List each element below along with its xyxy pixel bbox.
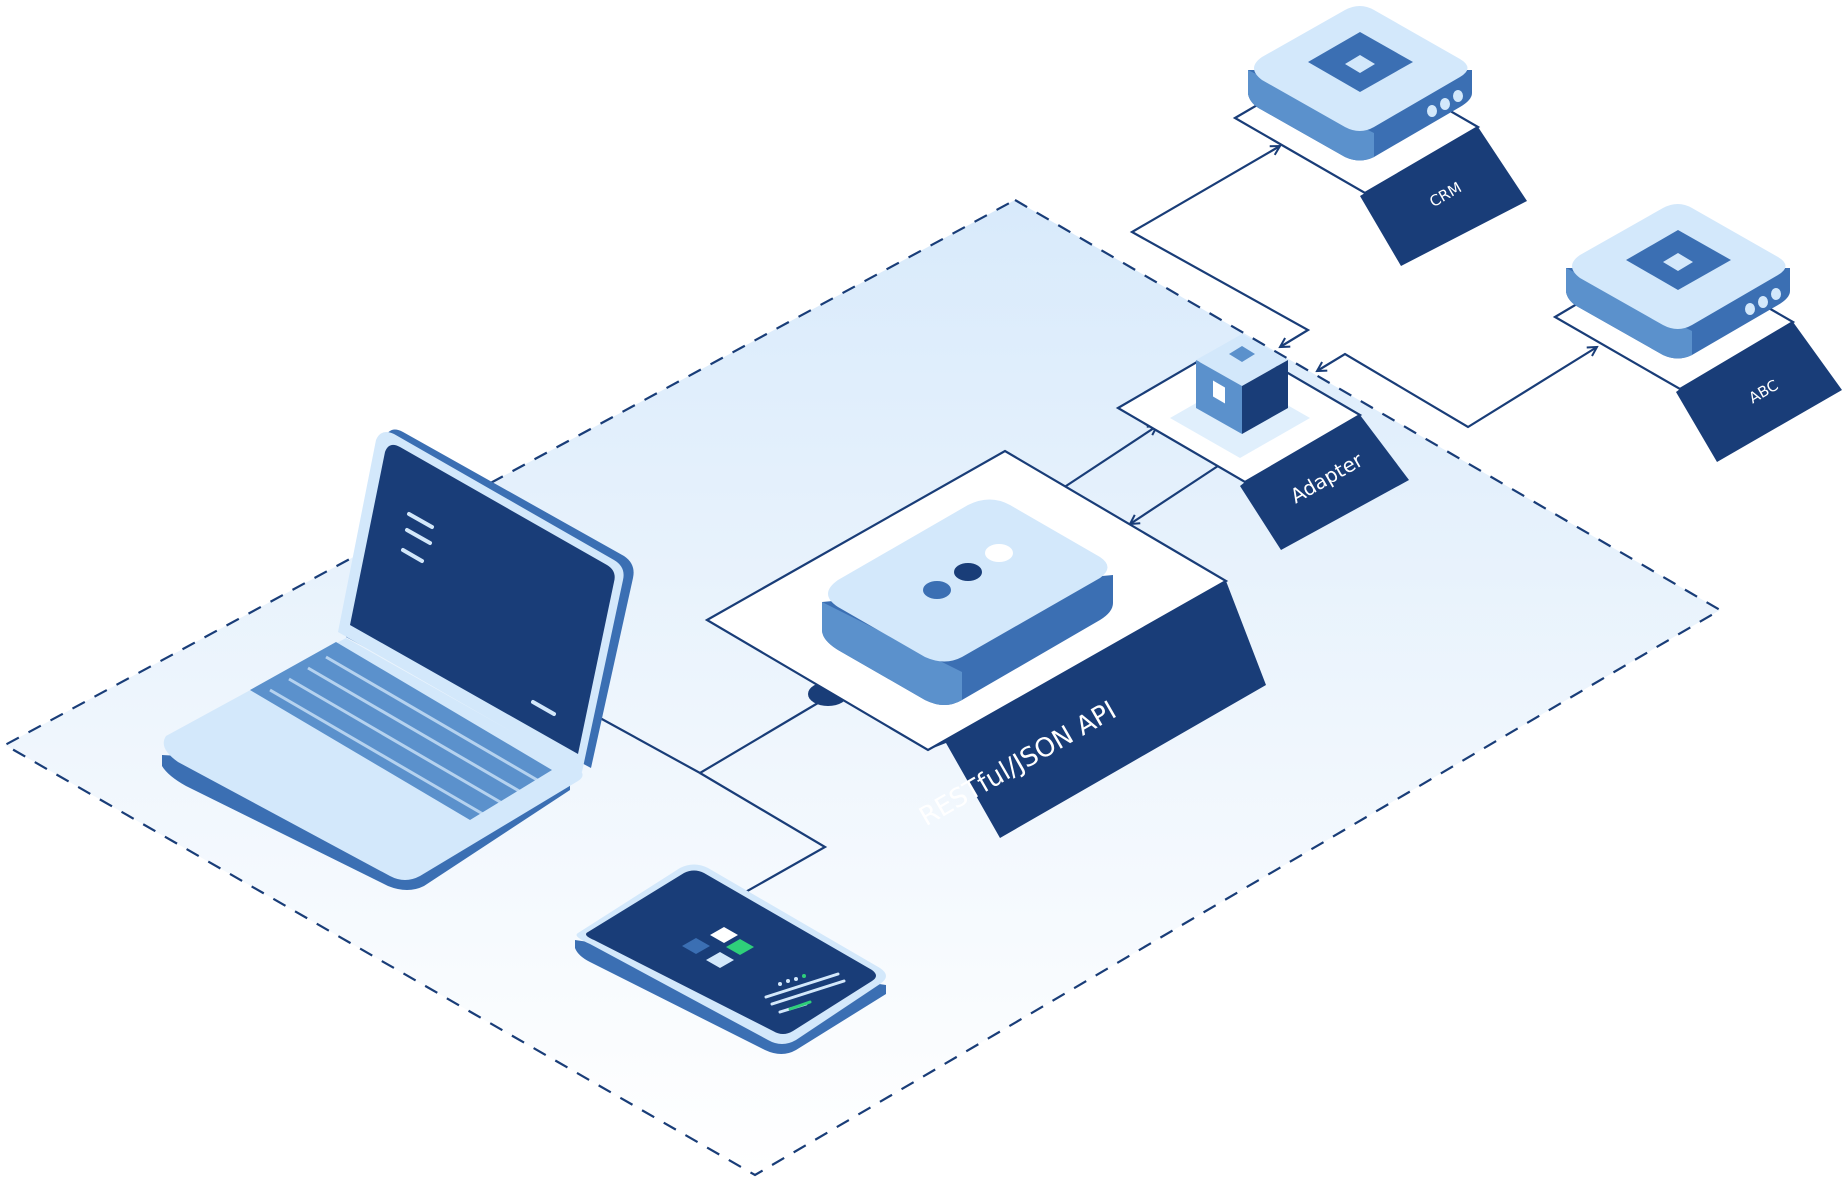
keyboard [250, 642, 552, 820]
adapter-node: Adapter [1115, 334, 1409, 550]
abc-node: ABC [1552, 204, 1842, 462]
abc-server-icon [1566, 204, 1790, 359]
crm-node: CRM [1232, 6, 1527, 266]
api-node: RESTful/JSON API [704, 449, 1266, 838]
adapter-to-api-line [1130, 461, 1225, 524]
api-label-tag [928, 581, 1266, 838]
api-server-icon [822, 499, 1113, 705]
crm-label-tag [1360, 127, 1527, 266]
api-to-adapter-line [1062, 426, 1157, 489]
connectors [599, 146, 1597, 895]
crm-server-icon [1248, 6, 1472, 161]
adapter-to-abc-line [1317, 347, 1597, 429]
laptop-icon [162, 429, 634, 890]
abc-label-tag [1676, 322, 1842, 462]
phone-to-api-line [699, 772, 828, 895]
smartphone-icon [575, 864, 886, 1054]
adapter-to-crm-line [1129, 146, 1311, 347]
laptop-screen [350, 444, 615, 754]
adapter-label-tag [1240, 415, 1409, 550]
adapter-cube-icon [1196, 334, 1288, 434]
